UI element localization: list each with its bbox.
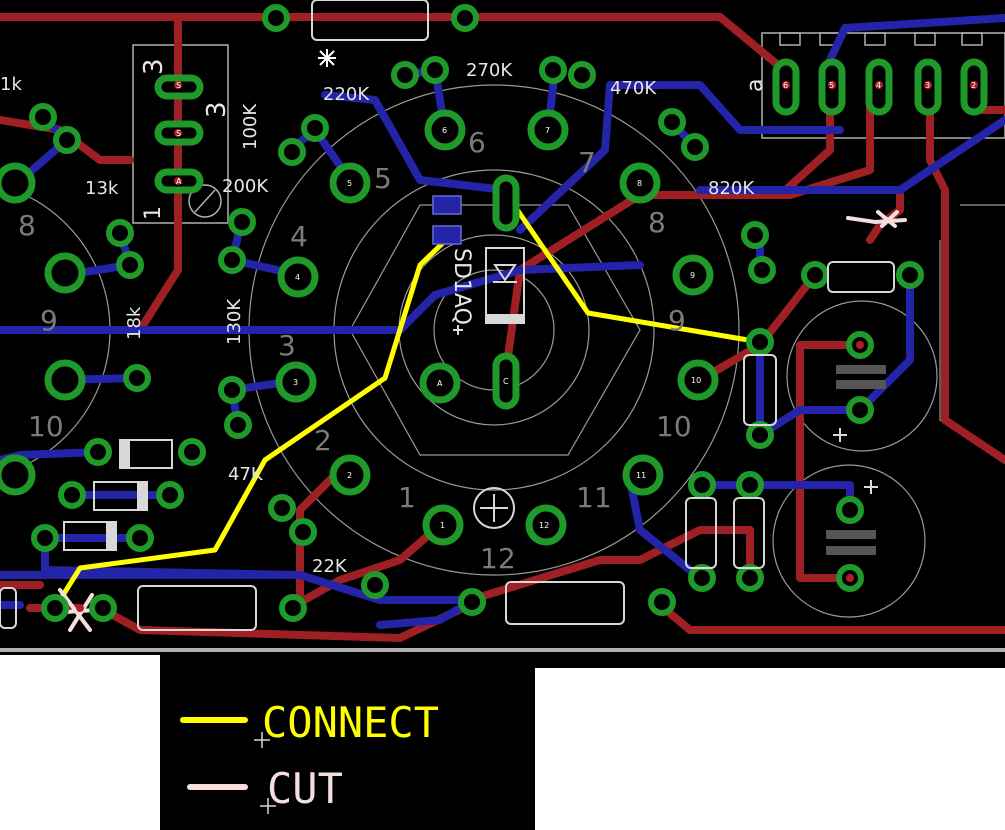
switch-number-10: 10 bbox=[656, 410, 692, 443]
connector-pin-6: 6 bbox=[783, 81, 788, 90]
label-470k: 470K bbox=[610, 78, 657, 99]
ic-pads bbox=[432, 195, 462, 245]
label-200k: 200K bbox=[222, 176, 269, 197]
connector-label-a: a bbox=[743, 79, 768, 92]
switch-number-12: 12 bbox=[480, 542, 516, 575]
connector-pin-2: 2 bbox=[971, 81, 976, 90]
capacitor-symbols bbox=[826, 365, 886, 555]
pad-label-1: 1 bbox=[440, 521, 445, 530]
diode-pads bbox=[492, 174, 520, 410]
switch-position-numbers: 1 2 3 4 5 6 7 8 9 10 11 12 8 9 10 bbox=[18, 126, 692, 575]
label-270k: 270K bbox=[466, 60, 513, 81]
label-100k: 100K bbox=[240, 103, 261, 150]
pad-label-6: 6 bbox=[442, 126, 447, 135]
label-130k: 130K bbox=[224, 298, 245, 345]
pad-label-7: 7 bbox=[545, 126, 550, 135]
legend: CONNECT CUT bbox=[180, 698, 439, 814]
resistor-bodies bbox=[0, 0, 895, 631]
pad-label-2: 2 bbox=[347, 471, 352, 480]
trimmer-pin-1: S bbox=[176, 81, 181, 90]
mounting-hole bbox=[473, 487, 515, 529]
asterisk-mark bbox=[318, 49, 336, 67]
label-sd1aq: SD1AQ bbox=[449, 248, 474, 325]
pad-label-c: C bbox=[503, 377, 509, 386]
pad-label-12: 12 bbox=[539, 521, 549, 530]
label-220k: 220K bbox=[323, 84, 370, 105]
legend-panel bbox=[160, 655, 535, 830]
switch-number-5: 5 bbox=[374, 162, 392, 195]
pad-label-8: 8 bbox=[637, 179, 642, 188]
legend-origin-mark bbox=[254, 732, 276, 814]
label-1k: 1k bbox=[0, 74, 22, 95]
board-edge-line bbox=[0, 648, 1005, 652]
label-22k: 22K bbox=[312, 556, 348, 577]
switch-number-4: 4 bbox=[290, 220, 308, 253]
left-switch-number-9: 9 bbox=[40, 304, 58, 337]
component-labels: 1k 13k 200K 220K 270K 470K 820K 47K 22K … bbox=[0, 58, 768, 577]
trimmer-label-top: 3 bbox=[139, 58, 169, 75]
small-pads bbox=[29, 4, 924, 622]
left-switch-number-10: 10 bbox=[28, 410, 64, 443]
legend-cut-label: CUT bbox=[267, 764, 343, 813]
switch-number-11: 11 bbox=[576, 481, 612, 514]
label-820k: 820K bbox=[708, 178, 755, 199]
label-18k: 18k bbox=[124, 306, 145, 340]
switch-number-6: 6 bbox=[468, 126, 486, 159]
trimmer-label-bot: 1 bbox=[141, 206, 166, 220]
trimmer-pin-3: A bbox=[176, 177, 182, 186]
plus-marks bbox=[453, 325, 878, 494]
pad-numbers: 1 2 3 4 5 6 7 8 9 10 11 12 A C 6 5 4 3 2… bbox=[176, 81, 976, 530]
switch-number-2: 2 bbox=[314, 424, 332, 457]
connect-wires bbox=[52, 189, 763, 611]
pad-label-3: 3 bbox=[293, 378, 298, 387]
pad-label-a: A bbox=[437, 379, 443, 388]
switch-number-7: 7 bbox=[578, 146, 596, 179]
label-47k: 47K bbox=[228, 464, 264, 485]
pad-label-5: 5 bbox=[347, 179, 352, 188]
pad-label-4: 4 bbox=[295, 273, 300, 282]
pad-drills bbox=[76, 81, 978, 612]
right-strip-background bbox=[535, 652, 1005, 668]
switch-number-8: 8 bbox=[648, 206, 666, 239]
connector-pin-3: 3 bbox=[925, 81, 930, 90]
legend-connect-label: CONNECT bbox=[262, 698, 439, 747]
switch-number-1: 1 bbox=[398, 481, 416, 514]
pad-label-9: 9 bbox=[690, 271, 695, 280]
trimmer-pin-2: S bbox=[176, 129, 181, 138]
label-13k: 13k bbox=[85, 178, 119, 199]
pad-label-10: 10 bbox=[691, 376, 701, 385]
pad-label-11: 11 bbox=[636, 471, 646, 480]
switch-number-9: 9 bbox=[668, 304, 686, 337]
switch-pads bbox=[0, 109, 719, 546]
connector-pin-5: 5 bbox=[829, 81, 834, 90]
capacitor-outline bbox=[772, 204, 1005, 618]
left-switch-number-8: 8 bbox=[18, 209, 36, 242]
trimmer-label-mid: 3 bbox=[202, 101, 232, 118]
diode-bodies bbox=[63, 247, 525, 551]
connector-pin-4: 4 bbox=[876, 81, 881, 90]
switch-number-3: 3 bbox=[278, 329, 296, 362]
